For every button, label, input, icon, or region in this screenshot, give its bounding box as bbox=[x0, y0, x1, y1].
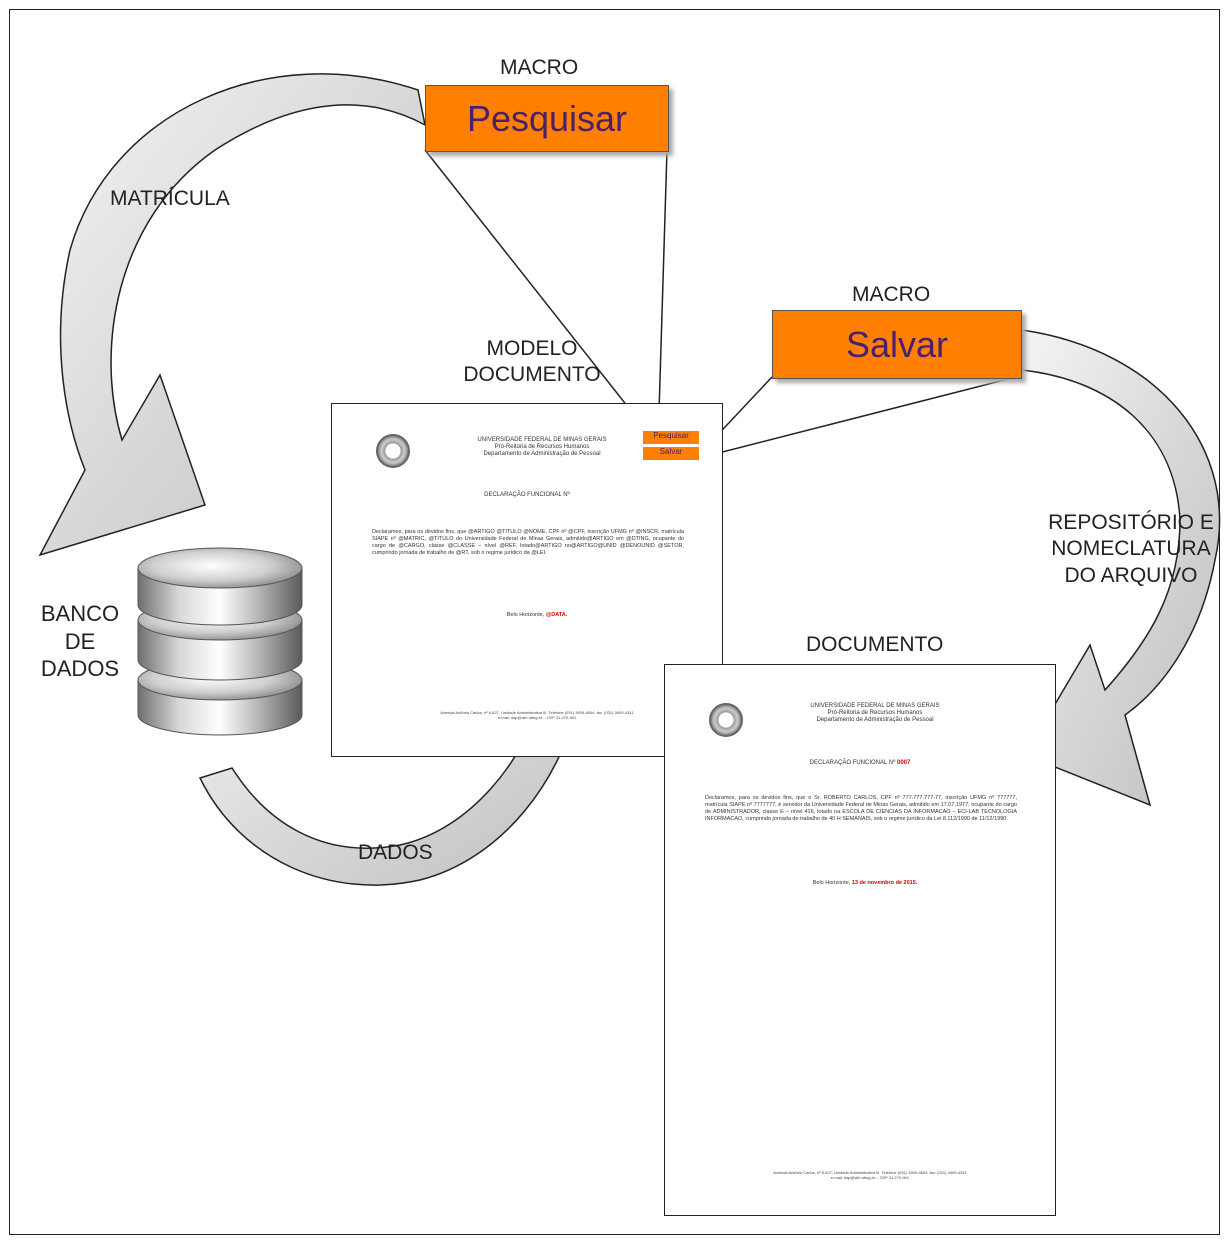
banco-line3: DADOS bbox=[40, 656, 120, 681]
salvar-macro-button[interactable]: Salvar bbox=[772, 310, 1022, 379]
banco-line1: BANCO bbox=[40, 601, 120, 626]
repositorio-line3: DO ARQUIVO bbox=[1064, 563, 1198, 587]
template-city: Belo Horizonte, bbox=[506, 612, 545, 618]
final-city: Belo Horizonte, bbox=[812, 880, 851, 886]
final-title-text: DECLARAÇÃO FUNCIONAL Nº bbox=[809, 760, 896, 766]
pesquisar-label: Pesquisar bbox=[466, 97, 628, 139]
final-body: Declaramos, para os devidos fins, que o … bbox=[705, 795, 1017, 822]
template-header-line3: Departamento de Administração de Pessoal bbox=[483, 451, 601, 457]
repositorio-line2: NOMECLATURA bbox=[1051, 537, 1211, 561]
repositorio-arrow bbox=[1021, 329, 1221, 807]
banco-line2: DE bbox=[64, 628, 96, 654]
pesquisar-macro-button[interactable]: Pesquisar bbox=[425, 85, 669, 152]
final-document: UNIVERSIDADE FEDERAL DE MINAS GERAIS Pró… bbox=[664, 664, 1056, 1216]
diagram-frame bbox=[9, 9, 1220, 1235]
template-pesquisar-macro[interactable]: Pesquisar bbox=[643, 431, 699, 444]
repositorio-line1: REPOSITÓRIO E bbox=[1048, 511, 1214, 534]
banco-de-dados-label: BANCO DE DADOS bbox=[30, 600, 130, 683]
final-title-number: 0007 bbox=[896, 760, 911, 766]
modelo-line2: DOCUMENTO bbox=[463, 363, 601, 387]
university-seal-icon-final bbox=[709, 703, 743, 737]
documento-label: DOCUMENTO bbox=[806, 633, 944, 656]
macro-right-label: MACRO bbox=[852, 283, 931, 306]
template-title: DECLARAÇÃO FUNCIONAL Nº bbox=[484, 492, 570, 498]
template-document: UNIVERSIDADE FEDERAL DE MINAS GERAIS Pró… bbox=[331, 403, 723, 757]
final-header-line3: Departamento de Administração de Pessoal bbox=[816, 717, 934, 723]
template-date-var: @DATA. bbox=[545, 612, 568, 618]
final-title: DECLARAÇÃO FUNCIONAL Nº 0007 bbox=[765, 760, 955, 766]
connector-pesquisar-2 bbox=[657, 149, 668, 446]
final-header-line2: Pró-Reitoria de Recursos Humanos bbox=[827, 710, 923, 716]
repositorio-label: REPOSITÓRIO E NOMECLATURA DO ARQUIVO bbox=[1046, 510, 1216, 589]
template-header-line1: UNIVERSIDADE FEDERAL DE MINAS GERAIS bbox=[477, 437, 607, 443]
salvar-label: Salvar bbox=[845, 323, 949, 365]
template-footer: Avenida Antônio Carlos, nº 6.627, Unidad… bbox=[392, 710, 682, 720]
macro-top-label: MACRO bbox=[500, 56, 579, 79]
final-date: 13 de novembro de 2015. bbox=[851, 880, 918, 886]
template-footer-line1: Avenida Antônio Carlos, nº 6.627, Unidad… bbox=[440, 710, 634, 715]
final-header-line1: UNIVERSIDADE FEDERAL DE MINAS GERAIS bbox=[810, 703, 940, 709]
university-seal-icon bbox=[376, 434, 410, 468]
template-body: Declaramos, para os devidos fins, que @A… bbox=[372, 529, 684, 556]
template-city-line: Belo Horizonte, @DATA. bbox=[462, 612, 612, 618]
matricula-label: MATRÍCULA bbox=[110, 187, 230, 210]
template-footer-line2: e-mail: dap@drh.ufmg.br – CEP 31.270-901 bbox=[497, 715, 577, 720]
modelo-documento-label: MODELO DOCUMENTO bbox=[452, 336, 612, 389]
template-salvar-macro[interactable]: Salvar bbox=[643, 447, 699, 460]
connector-salvar-2 bbox=[694, 375, 1021, 460]
final-city-line: Belo Horizonte, 13 de novembro de 2015. bbox=[775, 880, 955, 886]
connector-pesquisar-1 bbox=[424, 149, 659, 446]
matricula-arrow bbox=[38, 73, 427, 557]
final-footer: Avenida Antônio Carlos, nº 6.627, Unidad… bbox=[725, 1170, 1015, 1180]
final-header: UNIVERSIDADE FEDERAL DE MINAS GERAIS Pró… bbox=[775, 703, 975, 724]
final-footer-line2: e-mail: dap@drh.ufmg.br – CEP 31.270-901 bbox=[830, 1175, 910, 1180]
final-footer-line1: Avenida Antônio Carlos, nº 6.627, Unidad… bbox=[773, 1170, 967, 1175]
modelo-line1: MODELO bbox=[486, 337, 578, 360]
dados-label: DADOS bbox=[358, 841, 433, 864]
template-header-line2: Pró-Reitoria de Recursos Humanos bbox=[494, 444, 590, 450]
template-header: UNIVERSIDADE FEDERAL DE MINAS GERAIS Pró… bbox=[442, 437, 642, 458]
